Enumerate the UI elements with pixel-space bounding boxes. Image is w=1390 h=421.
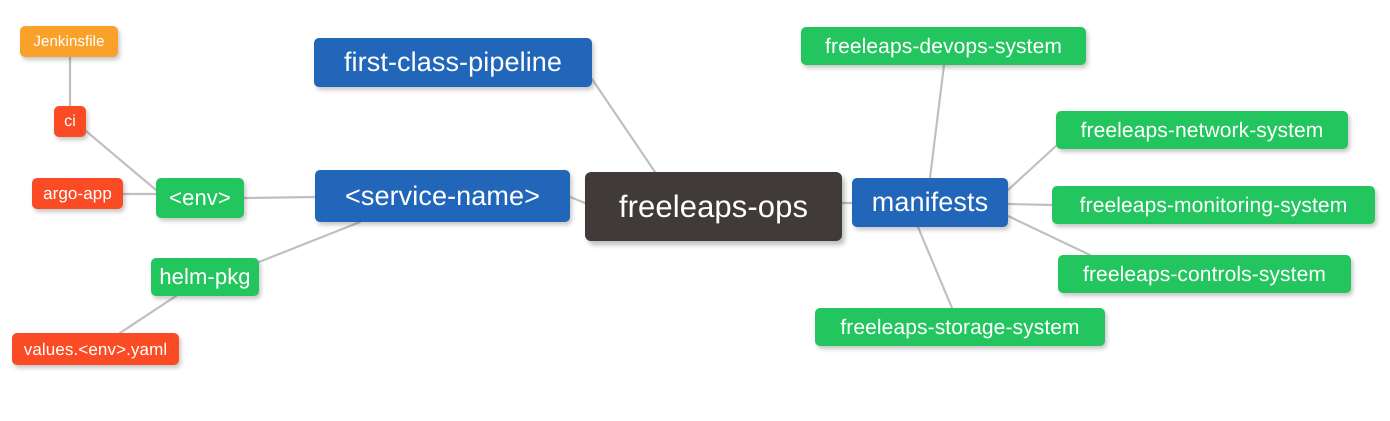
- node-label: freeleaps-network-system: [1080, 118, 1324, 142]
- node-label: freeleaps-storage-system: [840, 315, 1080, 339]
- edge-freeleaps-ops-to-first-class-pipeline: [590, 77, 657, 174]
- node-label: first-class-pipeline: [343, 47, 563, 77]
- node-label: <env>: [169, 185, 231, 210]
- edge-helm-pkg-to-values-env-yaml: [118, 294, 178, 335]
- mindmap-node-freeleaps-ops[interactable]: freeleaps-ops: [585, 172, 842, 241]
- mindmap-node-env[interactable]: <env>: [156, 178, 244, 218]
- mindmap-node-freeleaps-storage-system[interactable]: freeleaps-storage-system: [815, 308, 1105, 346]
- mindmap-node-freeleaps-devops-system[interactable]: freeleaps-devops-system: [801, 27, 1086, 65]
- mindmap-node-first-class-pipeline[interactable]: first-class-pipeline: [314, 38, 592, 87]
- edge-service-name-to-helm-pkg: [257, 220, 362, 264]
- node-label: values.<env>.yaml: [23, 339, 168, 359]
- edge-freeleaps-ops-to-service-name: [568, 195, 587, 205]
- edge-manifests-to-freeleaps-devops-system: [928, 63, 946, 180]
- mindmap-node-values-env-yaml[interactable]: values.<env>.yaml: [12, 333, 179, 365]
- mindmap-node-manifests[interactable]: manifests: [852, 178, 1008, 227]
- mindmap-node-jenkinsfile[interactable]: Jenkinsfile: [20, 26, 118, 57]
- edge-service-name-to-env: [242, 195, 317, 200]
- node-label: freeleaps-monitoring-system: [1079, 193, 1348, 217]
- mindmap-node-service-name[interactable]: <service-name>: [315, 170, 570, 222]
- node-label: freeleaps-controls-system: [1083, 262, 1326, 286]
- node-label: freeleaps-ops: [618, 189, 809, 224]
- edge-manifests-to-freeleaps-storage-system: [916, 225, 954, 310]
- node-label: freeleaps-devops-system: [825, 34, 1062, 58]
- edge-manifests-to-freeleaps-monitoring-system: [1006, 202, 1054, 207]
- node-label: helm-pkg: [159, 264, 251, 289]
- node-label: argo-app: [43, 184, 112, 203]
- mindmap-node-argo-app[interactable]: argo-app: [32, 178, 123, 209]
- mindmap-node-freeleaps-network-system[interactable]: freeleaps-network-system: [1056, 111, 1348, 149]
- edge-manifests-to-freeleaps-network-system: [1006, 144, 1058, 192]
- node-label: <service-name>: [345, 180, 540, 211]
- mindmap-node-freeleaps-controls-system[interactable]: freeleaps-controls-system: [1058, 255, 1351, 293]
- mindmap-node-helm-pkg[interactable]: helm-pkg: [151, 258, 259, 296]
- node-label: ci: [64, 112, 76, 130]
- node-label: Jenkinsfile: [33, 33, 105, 50]
- mindmap-node-ci[interactable]: ci: [54, 106, 86, 137]
- mindmap-node-freeleaps-monitoring-system[interactable]: freeleaps-monitoring-system: [1052, 186, 1375, 224]
- node-label: manifests: [871, 187, 989, 217]
